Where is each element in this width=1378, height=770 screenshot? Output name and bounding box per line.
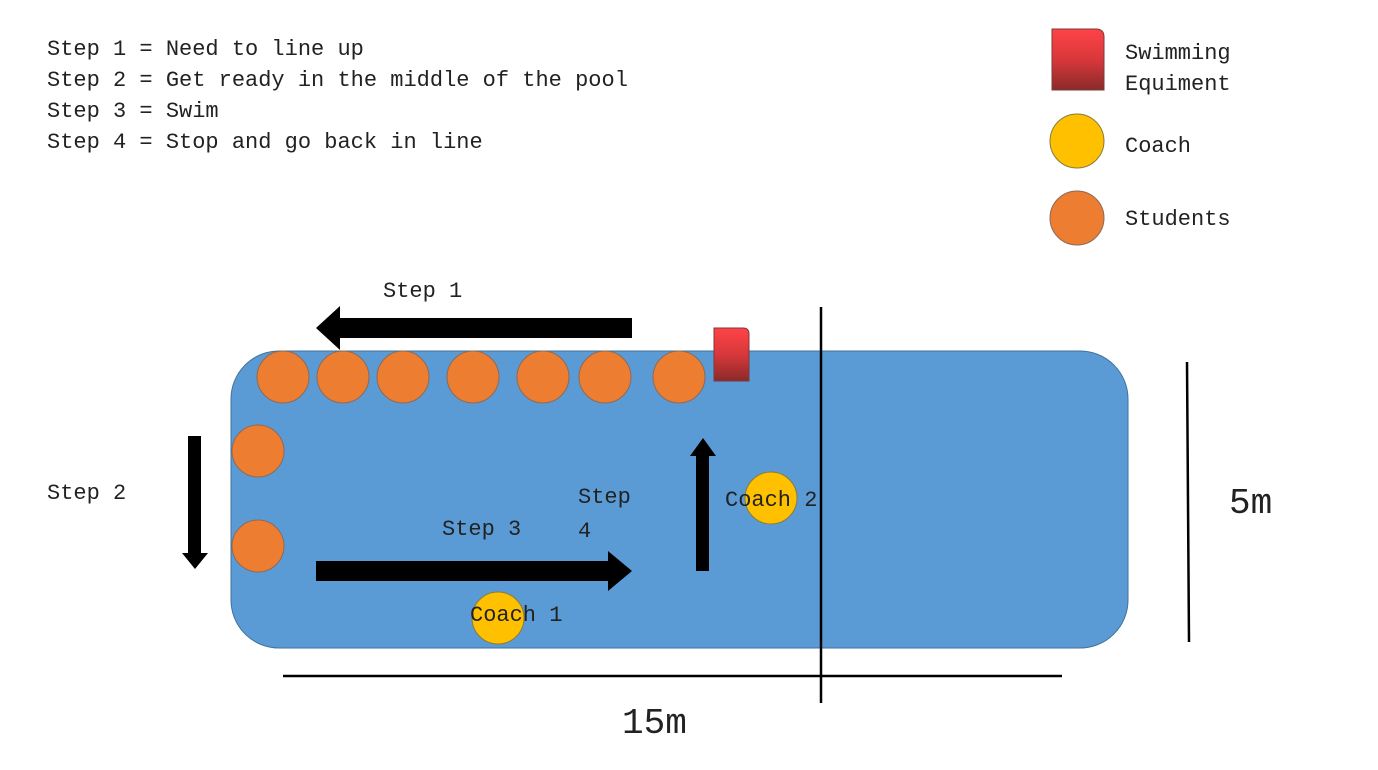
coach-2-label: Coach 2 bbox=[725, 488, 817, 513]
step-3-label: Step 3 bbox=[442, 517, 521, 542]
width-label: 5m bbox=[1229, 483, 1272, 524]
step-2-arrow-down bbox=[182, 436, 208, 569]
student bbox=[231, 424, 285, 478]
width-line bbox=[1185, 361, 1191, 643]
step-4-label: Step bbox=[578, 485, 631, 510]
legend-equipment-label: Swimming bbox=[1125, 41, 1231, 66]
legend: Swimming Equiment Coach Students bbox=[1049, 28, 1231, 246]
legend-students-label: Students bbox=[1125, 207, 1231, 232]
step-instruction: Step 2 = Get ready in the middle of the … bbox=[47, 68, 628, 93]
student bbox=[446, 350, 500, 404]
step-3-arrow-right bbox=[316, 551, 632, 591]
coach-1-label: Coach 1 bbox=[470, 603, 562, 628]
legend-coach-swatch bbox=[1049, 113, 1105, 169]
step-instruction: Step 1 = Need to line up bbox=[47, 37, 364, 62]
step-2-label: Step 2 bbox=[47, 481, 126, 506]
step-instruction: Step 3 = Swim bbox=[47, 99, 219, 124]
step-1-arrow-left bbox=[316, 306, 632, 350]
legend-students-swatch bbox=[1049, 190, 1105, 246]
student bbox=[516, 350, 570, 404]
step-4-arrow-up bbox=[690, 438, 716, 571]
student bbox=[652, 350, 706, 404]
legend-equipment-label: Equiment bbox=[1125, 72, 1231, 97]
coach-2 bbox=[744, 471, 798, 525]
length-label: 15m bbox=[622, 703, 687, 744]
step-instructions: Step 1 = Need to line up Step 2 = Get re… bbox=[47, 37, 628, 155]
student bbox=[231, 519, 285, 573]
students bbox=[231, 350, 706, 573]
student bbox=[256, 350, 310, 404]
legend-coach-label: Coach bbox=[1125, 134, 1191, 159]
student bbox=[376, 350, 430, 404]
coach-1 bbox=[471, 591, 525, 645]
swimming-equipment bbox=[713, 327, 750, 382]
step-instruction: Step 4 = Stop and go back in line bbox=[47, 130, 483, 155]
legend-equipment-swatch bbox=[1051, 28, 1105, 91]
step-4-label: 4 bbox=[578, 519, 591, 544]
step-1-label: Step 1 bbox=[383, 279, 462, 304]
student bbox=[578, 350, 632, 404]
student bbox=[316, 350, 370, 404]
